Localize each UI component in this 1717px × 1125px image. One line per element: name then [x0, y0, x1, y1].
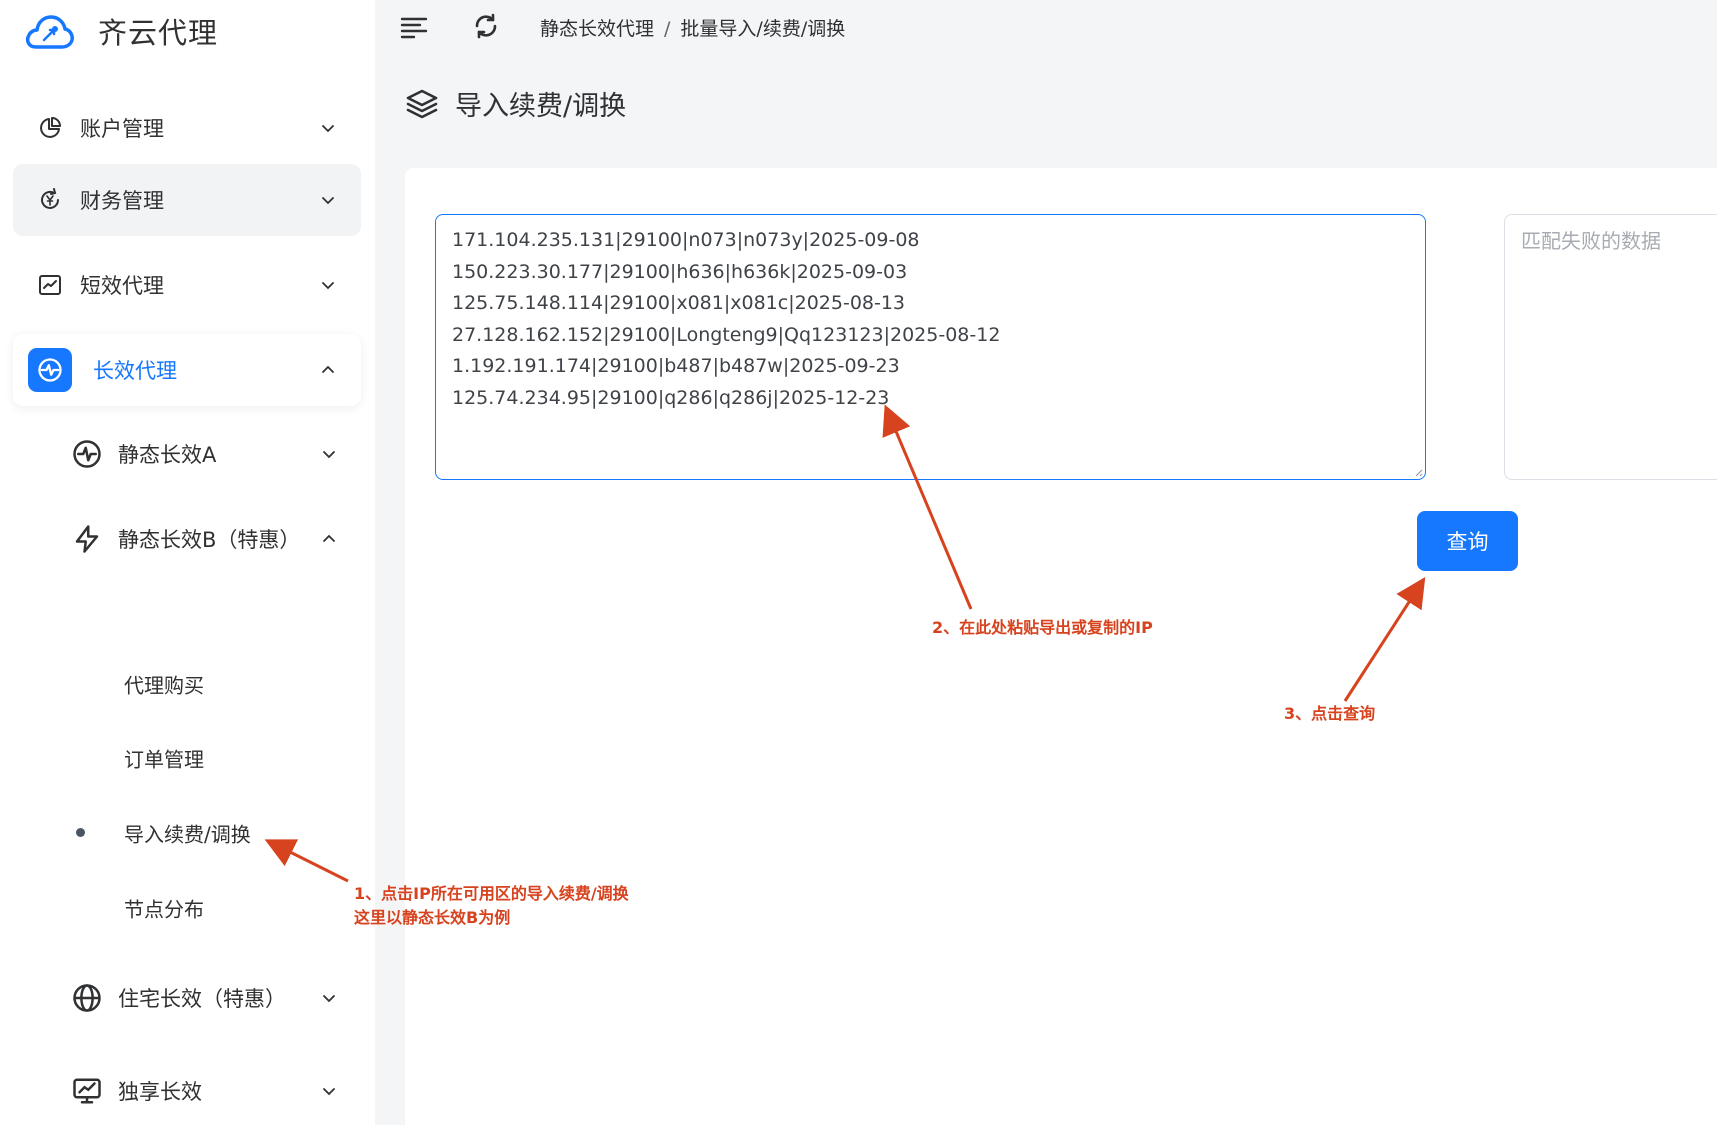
- lightning-icon: [75, 525, 99, 553]
- sidebar-item-account[interactable]: 账户管理: [13, 89, 361, 167]
- ip-line: 125.75.148.114|29100|x081|x081c|2025-08-…: [452, 292, 906, 314]
- sidebar-item-short-proxy[interactable]: 短效代理: [13, 246, 361, 324]
- sidebar-item-finance[interactable]: 财务管理: [13, 164, 361, 236]
- sidebar-subitem-residential[interactable]: 住宅长效（特惠）: [0, 968, 375, 1028]
- breadcrumb: 静态长效代理 / 批量导入/续费/调换: [540, 14, 845, 41]
- failed-match-textarea[interactable]: 匹配失败的数据: [1504, 214, 1717, 480]
- ip-line: 171.104.235.131|29100|n073|n073y|2025-09…: [452, 229, 920, 251]
- topbar: 静态长效代理 / 批量导入/续费/调换: [375, 0, 1717, 54]
- sidebar-item-label: 短效代理: [80, 274, 164, 298]
- sidebar-leaf-label: 节点分布: [124, 897, 204, 922]
- sidebar-item-label: 长效代理: [93, 359, 177, 383]
- chevron-down-icon: [323, 995, 335, 1003]
- failed-match-placeholder: 匹配失败的数据: [1521, 229, 1661, 253]
- page-title: 导入续费/调换: [405, 84, 626, 123]
- resize-handle-icon[interactable]: [1413, 467, 1423, 477]
- breadcrumb-separator: /: [664, 18, 671, 40]
- sidebar-leaf-node-distribution[interactable]: 节点分布: [0, 883, 375, 933]
- pulse-icon: [28, 348, 72, 392]
- selected-dot: [76, 828, 85, 837]
- sidebar-item-label: 账户管理: [80, 117, 164, 141]
- content-card: 171.104.235.131|29100|n073|n073y|2025-09…: [405, 168, 1717, 1125]
- chevron-down-icon: [322, 197, 334, 205]
- chevron-down-icon: [322, 125, 334, 133]
- chart-line-icon: [36, 271, 64, 299]
- annotation-step1-line2: 这里以静态长效B为例: [354, 908, 511, 927]
- chevron-down-icon: [322, 282, 334, 290]
- sidebar-subitem-dedicated[interactable]: 独享长效: [0, 1061, 375, 1121]
- pie-chart-icon: [36, 114, 64, 142]
- chevron-up-icon: [322, 365, 334, 373]
- sidebar-subitem-label: 静态长效B（特惠）: [118, 528, 301, 552]
- yen-refresh-icon: [36, 186, 64, 214]
- sidebar-leaf-import-renew-swap[interactable]: 导入续费/调换: [0, 808, 375, 858]
- sidebar-subitem-label: 住宅长效（特惠）: [118, 987, 286, 1011]
- annotation-step3: 3、点击查询: [1284, 704, 1376, 723]
- monitor-chart-icon: [73, 1078, 101, 1104]
- globe-icon: [73, 984, 101, 1012]
- chevron-up-icon: [323, 534, 335, 542]
- page-title-text: 导入续费/调换: [455, 91, 627, 122]
- app-name: 齐云代理: [98, 16, 219, 50]
- breadcrumb-item: 批量导入/续费/调换: [680, 18, 846, 40]
- sidebar-leaf-proxy-purchase[interactable]: 代理购买: [0, 659, 375, 709]
- cloud-rocket-logo-icon: [25, 15, 74, 49]
- ip-line: 1.192.191.174|29100|b487|b487w|2025-09-2…: [452, 355, 900, 377]
- ip-line: 150.223.30.177|29100|h636|h636k|2025-09-…: [452, 260, 908, 283]
- sidebar: 齐云代理 账户管理 财务管理 短效代理 长效代理 静态长效A: [0, 0, 375, 1125]
- sidebar-leaf-label: 导入续费/调换: [124, 822, 251, 847]
- sidebar-leaf-label: 代理购买: [124, 673, 204, 698]
- sidebar-subitem-label: 静态长效A: [118, 443, 217, 467]
- annotation-step2: 2、在此处粘贴导出或复制的IP: [932, 618, 1153, 637]
- layers-icon: [406, 89, 438, 118]
- sidebar-item-label: 财务管理: [80, 189, 164, 213]
- sidebar-item-long-proxy[interactable]: 长效代理: [13, 334, 361, 406]
- query-button[interactable]: 查询: [1417, 511, 1518, 571]
- pulse-circle-icon: [73, 440, 101, 468]
- refresh-icon[interactable]: [472, 12, 500, 40]
- sidebar-subitem-static-a[interactable]: 静态长效A: [0, 424, 375, 484]
- ip-input-textarea[interactable]: 171.104.235.131|29100|n073|n073y|2025-09…: [435, 214, 1426, 480]
- sidebar-leaf-label: 订单管理: [124, 747, 204, 772]
- logo[interactable]: 齐云代理: [24, 6, 218, 56]
- sidebar-leaf-order-management[interactable]: 订单管理: [0, 733, 375, 783]
- main-area: 静态长效代理 / 批量导入/续费/调换 导入续费/调换 171.104.235.13…: [375, 0, 1717, 1125]
- annotation-step1: 1、点击IP所在可用区的导入续费/调换 这里以静态长效B为例: [354, 882, 629, 930]
- menu-collapse-icon[interactable]: [400, 14, 428, 40]
- ip-line: 27.128.162.152|29100|Longteng9|Qq123123|…: [452, 323, 1001, 346]
- sidebar-subitem-label: 独享长效: [118, 1080, 202, 1104]
- chevron-down-icon: [323, 1088, 335, 1096]
- breadcrumb-item[interactable]: 静态长效代理: [540, 18, 655, 40]
- annotation-step1-line1: 1、点击IP所在可用区的导入续费/调换: [354, 884, 629, 903]
- sidebar-subitem-static-b[interactable]: 静态长效B（特惠）: [0, 509, 375, 569]
- ip-line: 125.74.234.95|29100|q286|q286j|2025-12-2…: [452, 386, 890, 409]
- chevron-down-icon: [323, 451, 335, 459]
